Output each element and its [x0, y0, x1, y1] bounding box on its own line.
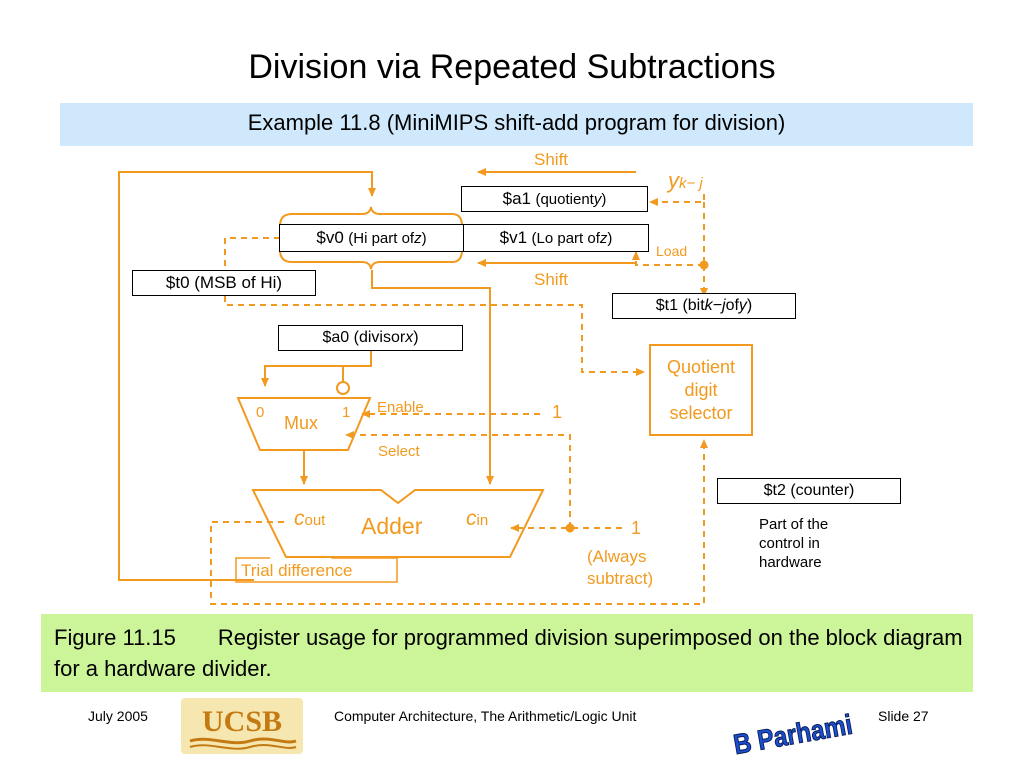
ucsb-logo-text: UCSB	[202, 705, 282, 738]
qds-line3: selector	[669, 403, 733, 423]
footer-course: Computer Architecture, The Arithmetic/Lo…	[334, 708, 637, 724]
loop-line	[118, 171, 376, 581]
load-label: Load	[656, 243, 688, 259]
register-a0-post: )	[413, 329, 419, 346]
register-t1-mid: of	[725, 297, 739, 314]
caption-figure-number: Figure 11.15	[54, 625, 176, 650]
adder-label: Adder	[361, 513, 423, 539]
register-t2-text: $t2 (counter)	[763, 482, 855, 499]
shift-bottom-label: Shift	[534, 270, 569, 289]
register-a1-quotient: $a1 (quotient y)	[461, 186, 648, 212]
footer-date: July 2005	[88, 708, 148, 724]
author-logo-text: B Parhami	[731, 709, 855, 760]
register-a0-divisor: $a0 (divisor x)	[278, 325, 463, 351]
ucsb-logo: UCSB	[181, 698, 303, 754]
register-t2-counter: $t2 (counter)	[717, 478, 901, 504]
register-a1-desc-post: )	[601, 190, 607, 208]
register-v1-name: $v1	[499, 228, 528, 247]
caption-text: Register usage for programmed division s…	[54, 625, 963, 681]
y-sub: k− j	[679, 175, 703, 192]
cin-sub: in	[476, 512, 489, 529]
register-a1-name: $a1	[502, 189, 532, 208]
enable-value: 1	[552, 402, 563, 422]
register-v0-desc-post: )	[421, 229, 427, 247]
register-v1-desc-var: z	[599, 229, 608, 247]
enable-label: Enable	[377, 399, 424, 416]
inverter-bubble	[336, 381, 350, 395]
trial-difference-label: Trial difference	[241, 561, 353, 580]
register-t1-post: )	[746, 297, 753, 314]
shift-top-label: Shift	[534, 150, 569, 169]
register-v0-hi: $v0 (Hi part of z)	[279, 224, 464, 252]
cout-main: c	[294, 507, 305, 530]
mux-label: Mux	[284, 413, 319, 433]
author-logo: B Parhami	[731, 708, 856, 760]
always-one-value: 1	[631, 518, 642, 538]
register-v1-desc-post: )	[607, 229, 613, 247]
control-line2: control in	[759, 535, 820, 552]
y-kj-label: yk− j	[668, 168, 703, 194]
always-line2: subtract)	[587, 569, 654, 588]
mux-input-1: 1	[342, 404, 351, 421]
slide-title: Division via Repeated Subtractions	[248, 48, 776, 86]
quotient-digit-selector: Quotient digit selector	[649, 344, 753, 436]
control-line1: Part of the	[759, 516, 829, 533]
register-v0-desc-var: z	[414, 229, 422, 247]
register-v0-desc-pre: (Hi part of	[348, 229, 415, 247]
register-t1-bit: $t1 (bit k−j of y)	[612, 293, 796, 319]
register-a1-desc-pre: (quotient	[535, 190, 594, 208]
cout-sub: out	[304, 512, 326, 529]
qds-line2: digit	[684, 380, 718, 400]
hi-to-adder-line	[371, 270, 494, 485]
select-label: Select	[378, 443, 420, 460]
mux-input-0: 0	[256, 404, 265, 421]
always-line1: (Always	[587, 547, 647, 566]
register-a0-pre: $a0 (divisor	[322, 329, 406, 346]
control-line3: hardware	[759, 554, 822, 571]
register-a0-var: x	[405, 329, 414, 346]
register-t0-msb: $t0 (MSB of Hi)	[132, 270, 316, 296]
register-t1-var: k−j	[704, 297, 726, 314]
cout-label: cout	[294, 507, 325, 531]
slide-subtitle: Example 11.8 (MiniMIPS shift-add program…	[247, 110, 786, 135]
register-v0-name: $v0	[316, 228, 344, 247]
cin-label: cin	[466, 507, 488, 531]
caption-bar	[41, 614, 973, 692]
always-subtract-label: (Always subtract)	[587, 546, 653, 590]
control-note: Part of the control in hardware	[759, 515, 828, 572]
qds-line1: Quotient	[666, 357, 736, 377]
register-t1-var2: y	[738, 297, 747, 314]
y-main: y	[668, 168, 679, 193]
register-t0-text: $t0 (MSB of Hi)	[165, 273, 283, 292]
register-v1-lo: $v1 (Lo part of z)	[463, 224, 649, 252]
adder-shape	[251, 489, 545, 558]
mux-shape	[236, 397, 372, 451]
subtitle-bar	[60, 103, 973, 146]
register-t1-pre: $t1 (bit	[655, 297, 705, 314]
register-v1-desc-pre: (Lo part of	[531, 229, 600, 247]
register-a1-desc-var: y	[593, 190, 602, 208]
cin-main: c	[466, 507, 477, 530]
footer-slide-number: Slide 27	[878, 708, 929, 724]
